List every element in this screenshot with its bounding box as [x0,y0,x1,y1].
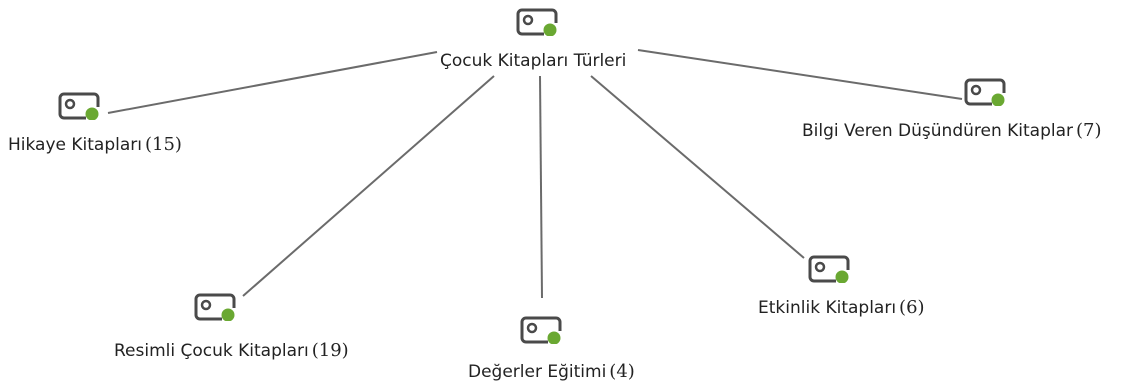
node-count: (6) [899,297,925,318]
node-count: (15) [145,134,182,155]
tag-icon [520,316,564,344]
node-label-text: Hikaye Kitapları [8,135,142,155]
edge-hikaye [107,51,438,114]
node-label-text: Değerler Eğitimi [468,362,607,382]
tag-icon [808,255,852,283]
node-label: Etkinlik Kitapları(6) [758,297,925,319]
node-label: Değerler Eğitimi(4) [468,361,635,383]
root-label: Çocuk Kitapları Türleri [440,51,626,71]
node-label: Bilgi Veren Düşündüren Kitaplar(7) [802,120,1102,142]
edge-resimli [242,75,495,297]
tag-icon [194,293,238,321]
tag-icon [516,8,560,36]
root-label-text: Çocuk Kitapları Türleri [440,51,627,71]
node-label-text: Bilgi Veren Düşündüren Kitaplar [802,121,1074,141]
node-count: (4) [609,361,635,382]
edge-etkinlik [590,75,805,259]
tag-icon [58,92,102,120]
node-label: Resimli Çocuk Kitapları(19) [114,340,349,362]
edge-degerler [539,75,543,299]
node-label: Hikaye Kitapları(15) [8,134,182,156]
node-count: (19) [311,340,349,361]
node-label-text: Resimli Çocuk Kitapları [114,341,309,361]
node-label-text: Etkinlik Kitapları [758,298,897,318]
node-count: (7) [1076,120,1102,141]
edge-bilgi [637,49,963,100]
tag-icon [964,78,1008,106]
